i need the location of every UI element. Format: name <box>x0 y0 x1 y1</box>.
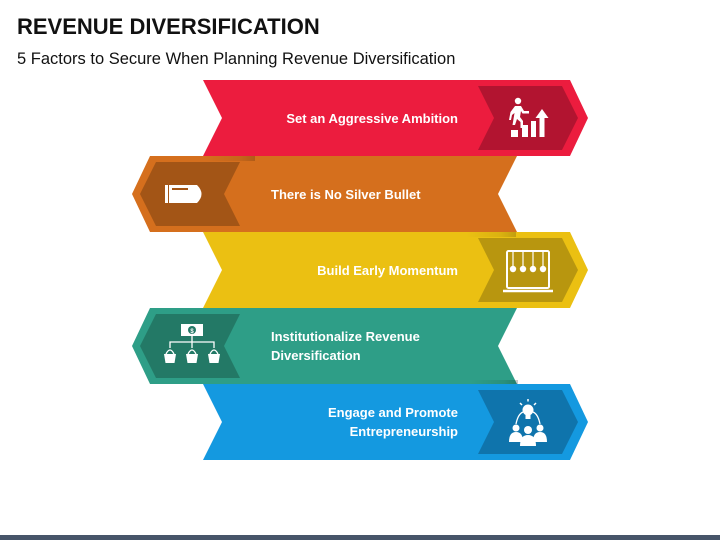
page-subtitle: 5 Factors to Secure When Planning Revenu… <box>17 50 456 68</box>
money-baskets-icon: $ <box>164 324 220 363</box>
factor-band-3 <box>203 232 588 308</box>
idea-team-icon <box>509 399 547 446</box>
page-title: REVENUE DIVERSIFICATION <box>17 14 320 39</box>
factor-label-3: Build Early Momentum <box>317 263 458 278</box>
climbing-growth-icon <box>509 97 549 137</box>
factor-band-4: $ <box>132 308 518 384</box>
bullet-icon <box>165 185 202 203</box>
factor-band-5 <box>203 384 588 460</box>
factor-label-2: There is No Silver Bullet <box>271 187 421 202</box>
factor-label-5: Engage and Promote Entrepreneurship <box>327 405 458 439</box>
factor-label-1: Set an Aggressive Ambition <box>286 111 458 126</box>
factor-band-2 <box>132 156 517 232</box>
factor-band-1 <box>203 80 588 156</box>
footer-bar <box>0 535 720 540</box>
svg-text:$: $ <box>190 329 194 335</box>
factor-label-4: Institutionalize Revenue Diversification <box>271 329 420 363</box>
newtons-cradle-icon <box>503 250 553 293</box>
